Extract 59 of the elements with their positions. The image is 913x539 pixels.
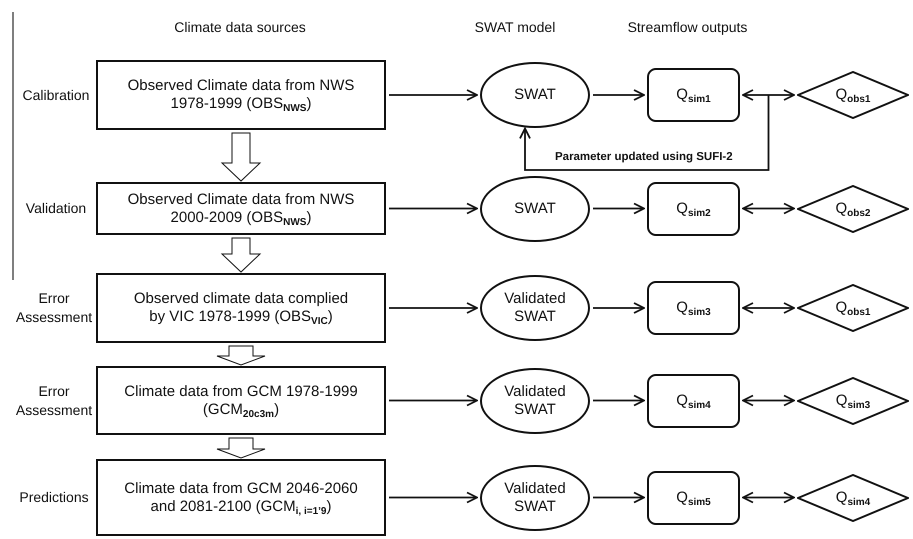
column-header: Climate data sources bbox=[173, 18, 307, 37]
row-label: Validation bbox=[24, 199, 88, 218]
node-label: SWAT bbox=[514, 200, 556, 218]
arrow bbox=[742, 202, 795, 214]
data-source-box bbox=[96, 273, 386, 343]
node-label: Q$_{obs1}$ bbox=[835, 86, 870, 104]
arrow bbox=[593, 492, 645, 504]
node-label: Q$_{sim4}$ bbox=[836, 488, 870, 506]
node-label: SWAT bbox=[514, 86, 556, 104]
node-label: Q$_{sim3}$ bbox=[836, 392, 870, 410]
block-arrow bbox=[216, 346, 266, 366]
data-source-box bbox=[96, 182, 386, 235]
box-text: Climate data from GCM 2046-2060 and 2081-2100 (GCM$_{i, i=1’9}$) bbox=[124, 480, 358, 516]
edge-label: Parameter updated using SUFI-2 bbox=[553, 151, 735, 163]
block-arrow bbox=[220, 238, 262, 273]
node-label: Q$_{sim3}$ bbox=[676, 299, 711, 317]
column-header: SWAT model bbox=[474, 18, 556, 37]
arrow bbox=[389, 202, 478, 214]
arrow bbox=[389, 492, 478, 504]
row-label: Error Assessment bbox=[15, 289, 93, 327]
output-box bbox=[647, 68, 740, 122]
arrow bbox=[389, 89, 478, 101]
box-text: Observed climate data complied by VIC 1978-1999 (OBS$_{VIC}$) bbox=[132, 290, 350, 326]
node-label: Q$_{obs1}$ bbox=[835, 299, 870, 317]
data-source-box bbox=[96, 459, 386, 536]
box-text: Observed Climate data from NWS 2000-2009 (OBS$_{NWS}$) bbox=[126, 190, 356, 226]
output-box bbox=[647, 470, 740, 524]
box-text: Climate data from GCM 1978-1999 (GCM$_{20c3m}$) bbox=[124, 382, 358, 418]
arrow bbox=[389, 394, 478, 406]
row-label: Predictions bbox=[18, 488, 90, 507]
node-label: Q$_{sim1}$ bbox=[676, 86, 711, 104]
output-box bbox=[647, 182, 740, 236]
block-arrow bbox=[220, 132, 262, 182]
row-label: Error Assessment bbox=[15, 382, 93, 420]
data-source-box bbox=[96, 60, 386, 130]
node-label: Q$_{obs2}$ bbox=[835, 200, 870, 218]
arrow bbox=[593, 394, 645, 406]
output-box bbox=[647, 374, 740, 428]
arrow bbox=[742, 89, 795, 101]
arrow bbox=[742, 492, 795, 504]
arrow bbox=[593, 89, 645, 101]
arrow bbox=[742, 302, 795, 314]
data-source-box bbox=[96, 366, 386, 435]
output-box bbox=[647, 281, 740, 335]
node-label: Validated SWAT bbox=[503, 382, 567, 418]
block-arrow bbox=[216, 438, 266, 459]
node-label: Q$_{sim2}$ bbox=[676, 200, 711, 218]
node-label: Q$_{sim5}$ bbox=[676, 488, 711, 506]
arrow bbox=[742, 394, 795, 406]
row-label: Calibration bbox=[22, 86, 90, 105]
node-label: Validated SWAT bbox=[503, 290, 567, 326]
node-label: Validated SWAT bbox=[503, 480, 567, 516]
box-text: Observed Climate data from NWS 1978-1999 (OBS$_{NWS}$) bbox=[126, 77, 356, 113]
node-label: Q$_{sim4}$ bbox=[676, 392, 711, 410]
arrow bbox=[389, 302, 478, 314]
arrow bbox=[593, 302, 645, 314]
column-header: Streamflow outputs bbox=[626, 18, 748, 37]
arrow bbox=[519, 95, 770, 171]
arrow bbox=[593, 202, 645, 214]
